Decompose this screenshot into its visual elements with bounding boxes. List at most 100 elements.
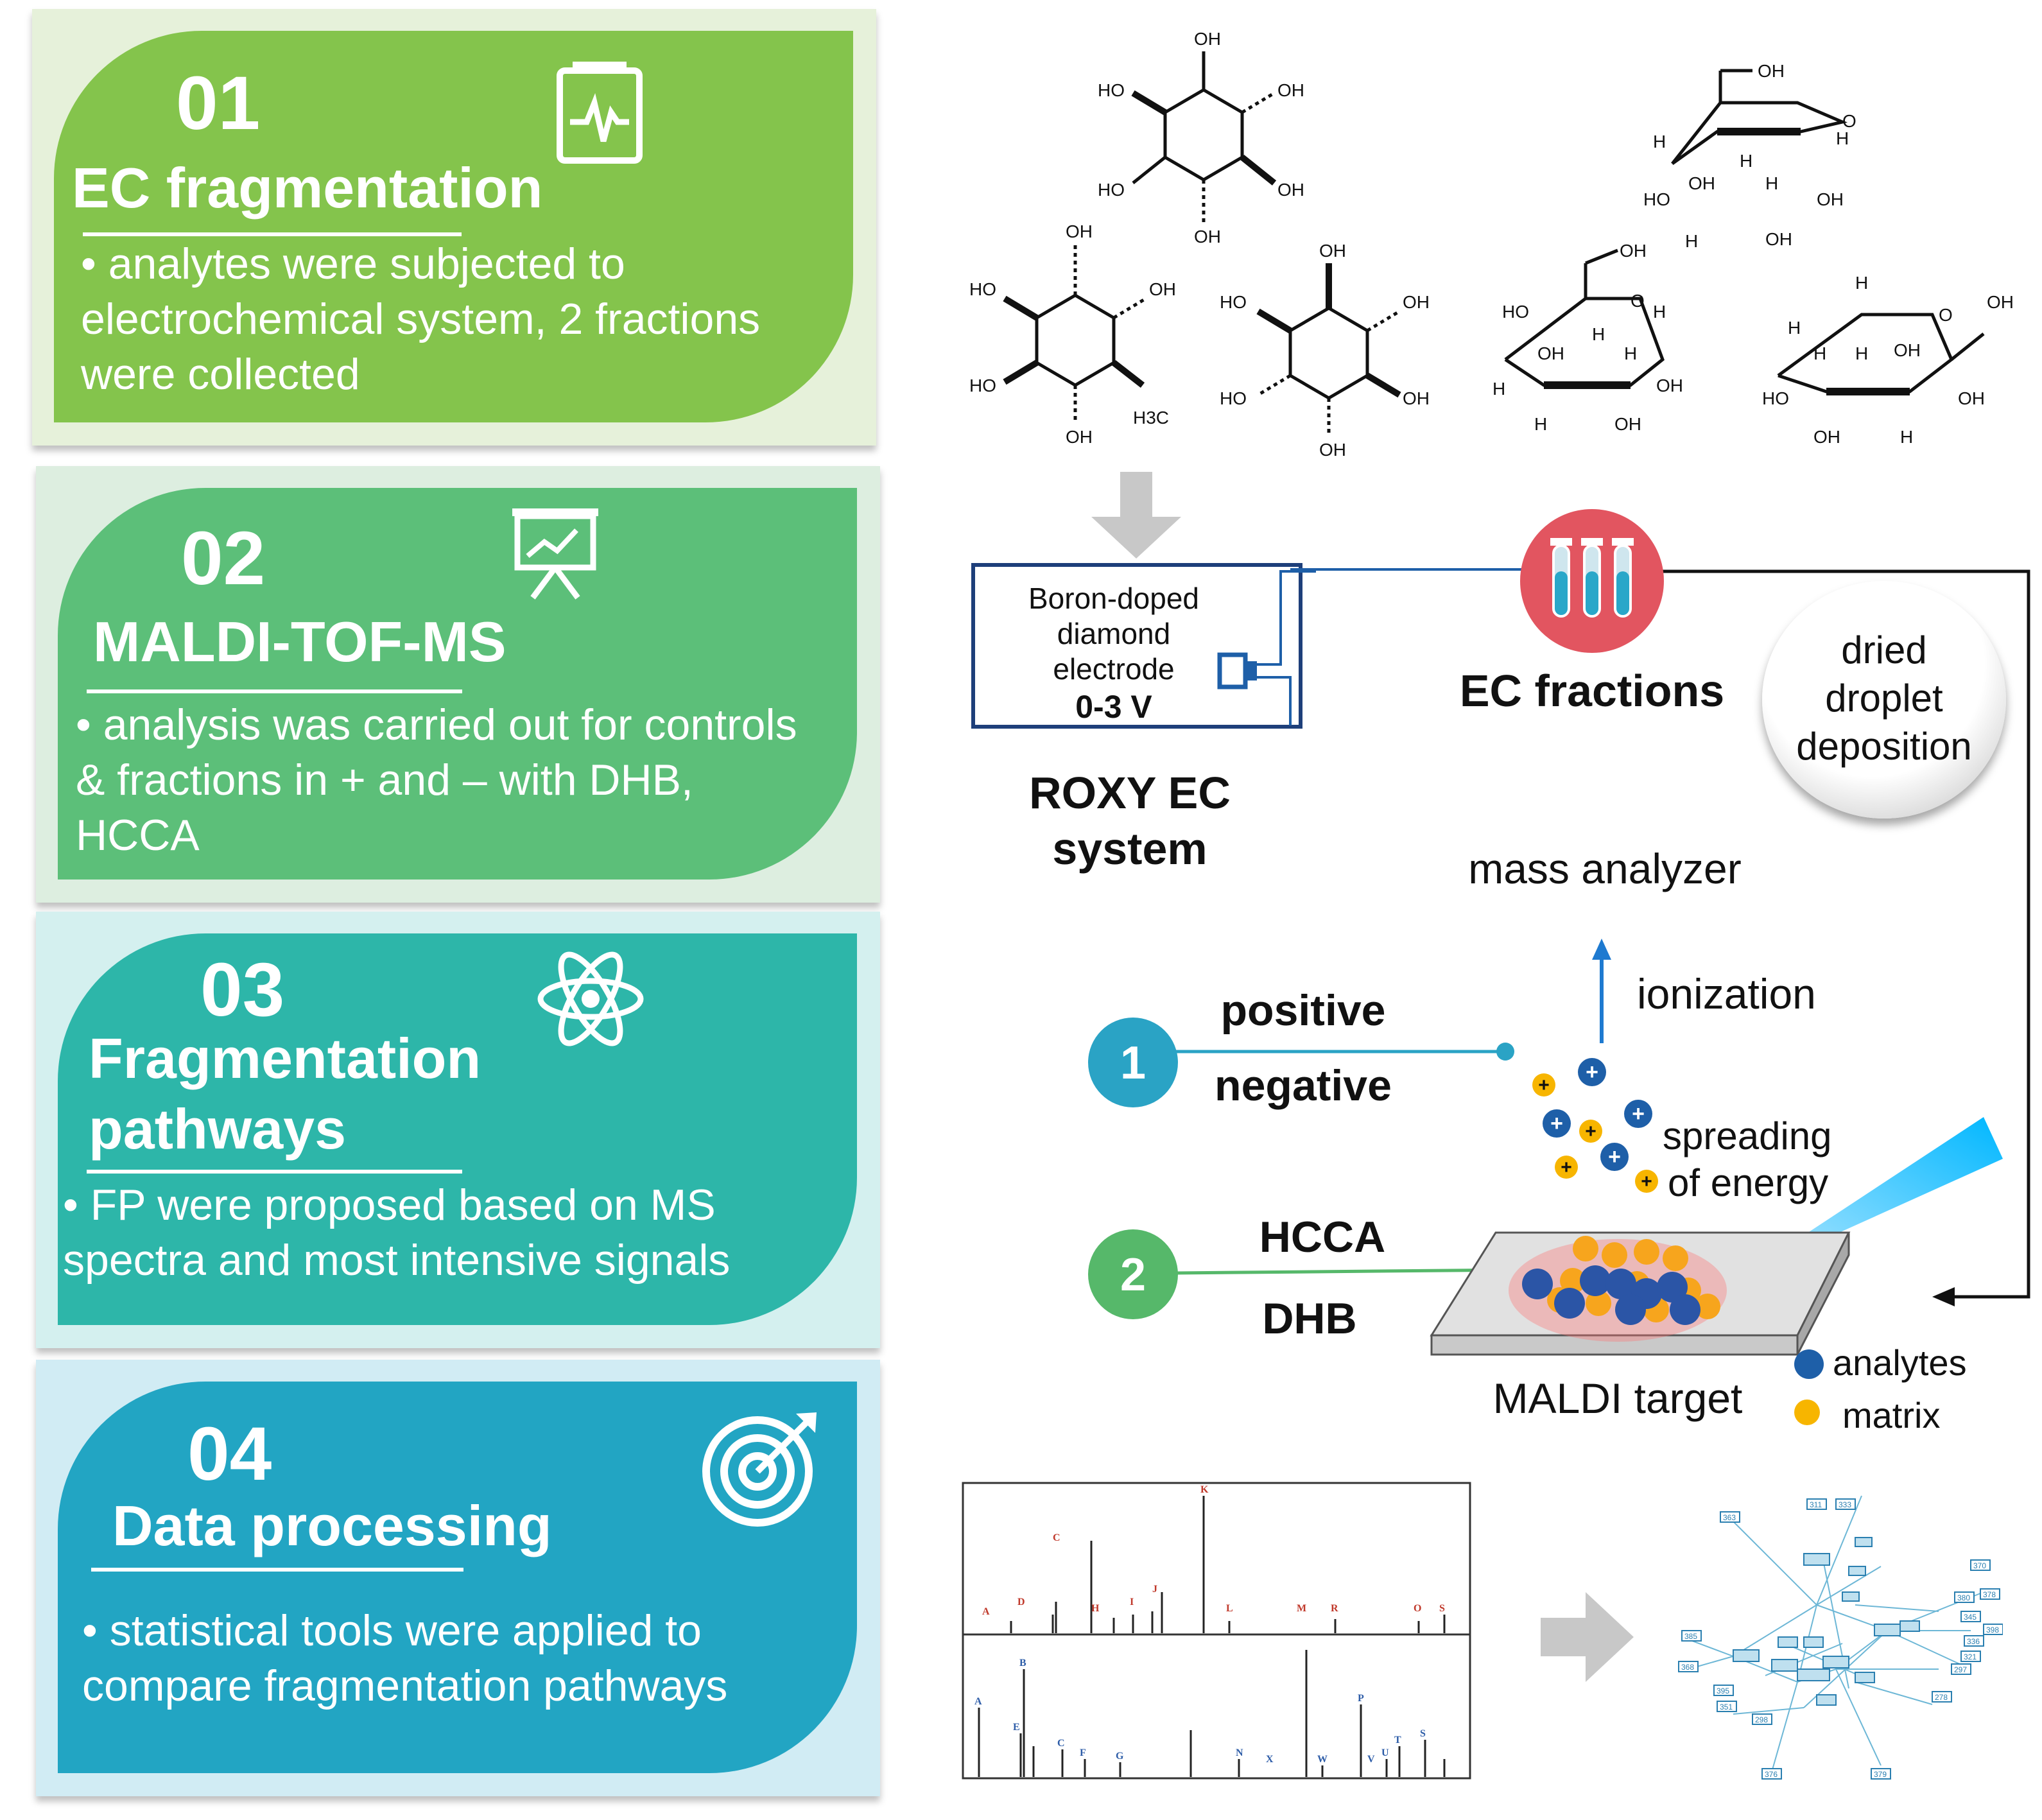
chem-h: H bbox=[1653, 132, 1666, 152]
down-arrow-icon bbox=[1091, 472, 1181, 559]
ions-cloud: + + + + + + + + bbox=[1532, 1058, 1658, 1193]
analyte-dots bbox=[1522, 1265, 1700, 1325]
chem-oh: OH bbox=[1894, 340, 1921, 360]
panel-04: 04 Data processing • statistical tools w… bbox=[58, 1382, 857, 1773]
peak-label: L bbox=[1226, 1603, 1233, 1614]
network-node-label: 311 bbox=[1810, 1500, 1822, 1509]
peak-label: J bbox=[1152, 1584, 1157, 1595]
network-nodes: 363 311 333 370 378 380 345 398 336 321 … bbox=[1678, 1498, 2003, 1780]
chem-ho: HO bbox=[1220, 388, 1247, 408]
network-node-label: 297 bbox=[1954, 1665, 1967, 1674]
peak-label: K bbox=[1200, 1484, 1209, 1495]
test-tubes-icon bbox=[1520, 509, 1664, 653]
peak-label: C bbox=[1053, 1532, 1060, 1543]
peak-label: A bbox=[982, 1606, 990, 1617]
svg-text:+: + bbox=[1608, 1145, 1621, 1169]
peak-label: X bbox=[1266, 1754, 1274, 1765]
chem-oh: OH bbox=[1319, 241, 1346, 261]
legend-matrix-label: matrix bbox=[1842, 1395, 1941, 1435]
network-node-label: 370 bbox=[1973, 1561, 1986, 1570]
hcca-label: HCCA bbox=[1259, 1213, 1386, 1261]
chem-h: H bbox=[1855, 273, 1868, 293]
roxy-line1: ROXY EC bbox=[1029, 768, 1231, 818]
ionization-label: ionization bbox=[1637, 970, 1816, 1018]
peak-label: D bbox=[1017, 1597, 1025, 1608]
network-node-label: 336 bbox=[1967, 1637, 1980, 1646]
chem-ho: HO bbox=[969, 376, 996, 395]
chem-ho: HO bbox=[1220, 292, 1247, 312]
legend-matrix-dot bbox=[1794, 1400, 1820, 1425]
mode-2-circle bbox=[1088, 1229, 1178, 1319]
network-edges bbox=[1681, 1495, 1984, 1772]
chem-h: H bbox=[1624, 343, 1637, 363]
network-node-label: 321 bbox=[1964, 1652, 1977, 1661]
dhb-label: DHB bbox=[1262, 1294, 1357, 1343]
electrode-voltage: 0-3 V bbox=[1075, 689, 1152, 725]
sugar-ring-2 bbox=[1504, 248, 1665, 389]
legend-analytes-dot bbox=[1794, 1349, 1824, 1379]
chem-oh: OH bbox=[1194, 227, 1221, 247]
network-node-label: 363 bbox=[1723, 1513, 1736, 1522]
mode-1-number: 1 bbox=[1120, 1037, 1146, 1089]
chem-oh: OH bbox=[1066, 427, 1093, 447]
chem-o: O bbox=[1631, 291, 1645, 311]
panel-02-underline bbox=[87, 689, 462, 693]
peak-label: M bbox=[1297, 1603, 1306, 1614]
chem-oh: OH bbox=[1813, 427, 1840, 447]
panel-03-description: • FP were proposed based on MS spectra a… bbox=[63, 1181, 731, 1285]
peak-label: B bbox=[1019, 1658, 1026, 1668]
svg-text:+: + bbox=[1586, 1060, 1598, 1084]
dried-line1: dried bbox=[1841, 628, 1927, 672]
peak-label: C bbox=[1057, 1738, 1065, 1749]
peak-label: W bbox=[1317, 1754, 1328, 1765]
chem-h: H bbox=[1653, 302, 1666, 322]
right-arrow-icon bbox=[1541, 1592, 1634, 1682]
network-node-label: 345 bbox=[1964, 1613, 1977, 1622]
ion-plus-blue: + + + + bbox=[1543, 1058, 1652, 1171]
panel-04-title: Data processing bbox=[112, 1494, 552, 1557]
chem-oh: OH bbox=[1319, 440, 1346, 460]
chem-ho: HO bbox=[1098, 180, 1125, 200]
target-icon bbox=[702, 1412, 817, 1527]
panel-04-underline bbox=[91, 1568, 463, 1572]
chem-oh: OH bbox=[1656, 376, 1683, 395]
network-node-label: 385 bbox=[1684, 1632, 1697, 1641]
ring-inositol-2 bbox=[1003, 244, 1147, 424]
chem-h: H bbox=[1685, 231, 1698, 251]
electrode-line3: electrode bbox=[1053, 652, 1175, 686]
chem-h: H bbox=[1765, 173, 1778, 193]
chem-h: H bbox=[1900, 427, 1913, 447]
svg-text:+: + bbox=[1585, 1121, 1596, 1142]
peak-label: H bbox=[1091, 1603, 1100, 1614]
chem-oh: OH bbox=[1149, 279, 1176, 299]
chemical-structures: OH HO OH HO OH OH OH HO OH HO OH H3C OH … bbox=[969, 29, 2014, 460]
network-node-label: 333 bbox=[1839, 1500, 1851, 1509]
network-node-label: 398 bbox=[1986, 1625, 1999, 1634]
dried-line2: droplet bbox=[1825, 677, 1943, 720]
chem-h: H bbox=[1813, 343, 1826, 363]
chem-h: H bbox=[1592, 324, 1605, 344]
dried-droplet-bubble bbox=[1762, 581, 2006, 819]
chem-o: O bbox=[1939, 305, 1953, 325]
electrode-line2: diamond bbox=[1057, 617, 1171, 650]
chem-oh: OH bbox=[1403, 292, 1430, 312]
chem-ho: HO bbox=[1643, 189, 1670, 209]
chem-oh: OH bbox=[1765, 229, 1792, 249]
svg-text:+: + bbox=[1561, 1157, 1572, 1178]
network-node-label: 351 bbox=[1720, 1703, 1733, 1712]
panel-01: 01 EC fragmentation • analytes were subj… bbox=[54, 31, 853, 422]
electrode-box bbox=[971, 563, 1302, 729]
sugar-ring-1 bbox=[1671, 69, 1848, 166]
peak-label: P bbox=[1358, 1693, 1364, 1704]
network-node-label: 298 bbox=[1755, 1715, 1768, 1724]
svg-text:+: + bbox=[1632, 1102, 1645, 1126]
panel-03-title-line1: Fragmentation bbox=[89, 1027, 481, 1090]
chem-h: H bbox=[1493, 379, 1505, 399]
panel-02-description: • analysis was carried out for controls … bbox=[76, 700, 797, 860]
chem-h: H bbox=[1740, 151, 1752, 171]
chem-h: H bbox=[1836, 128, 1849, 148]
chem-ho: HO bbox=[1502, 302, 1529, 322]
panel-02-number: 02 bbox=[181, 516, 266, 601]
dried-line3: deposition bbox=[1796, 725, 1972, 768]
